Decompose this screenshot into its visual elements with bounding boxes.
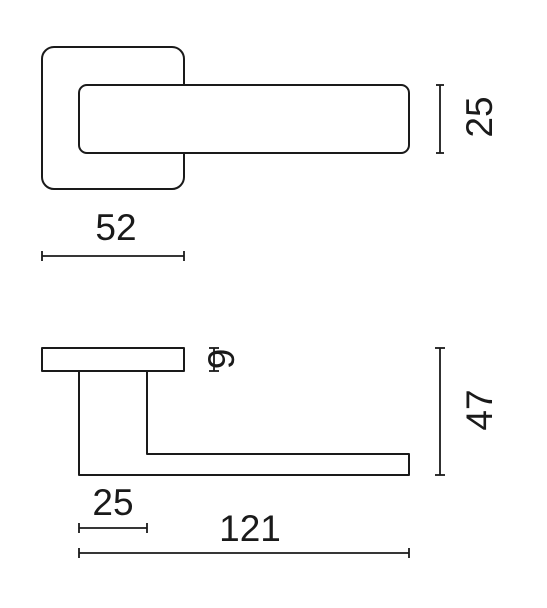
total-height-label: 47 [459,389,500,430]
top-view: 25 52 [41,46,500,261]
rose-thickness-dimension: 9 [201,347,242,372]
lever-top-outline [78,84,410,154]
total-height-dimension: 47 [435,347,500,476]
height-dimension: 25 [436,84,500,154]
total-length-dimension: 121 [78,508,410,558]
height-label: 25 [459,96,500,137]
rose-thickness-label: 9 [201,349,242,370]
side-view: 9 47 25 121 [41,347,500,558]
width-label: 52 [95,207,136,248]
rose-plate-outline [41,347,185,372]
width-dimension: 52 [41,207,185,261]
neck-width-dimension: 25 [78,482,148,533]
lever-side-outline [78,371,410,476]
total-length-label: 121 [219,508,281,549]
neck-width-label: 25 [92,482,133,523]
